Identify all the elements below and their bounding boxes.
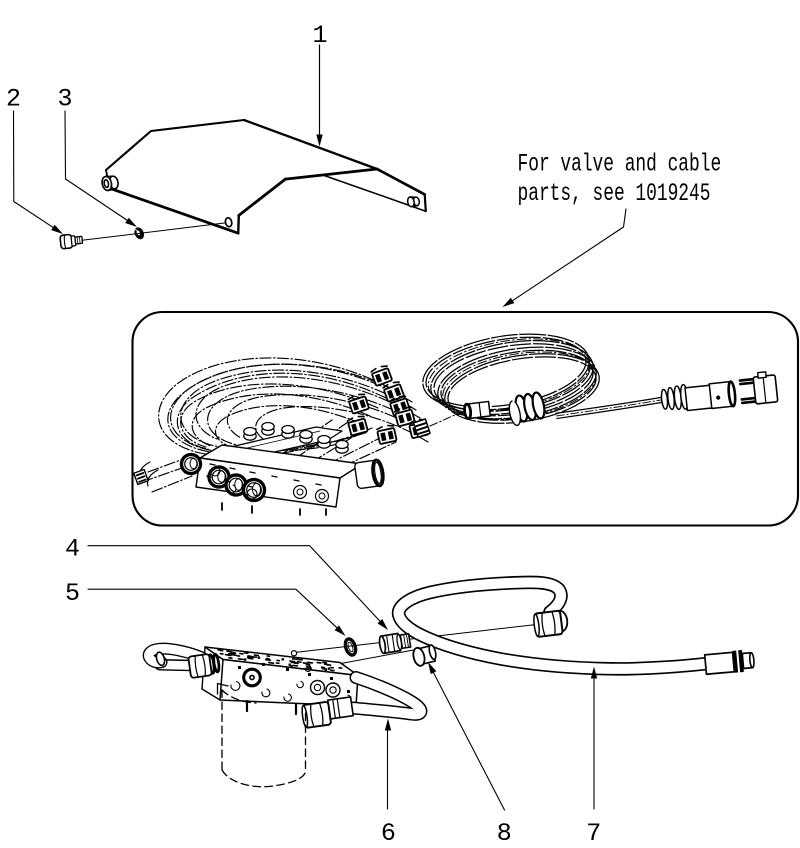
svg-text:7: 7	[586, 819, 601, 848]
svg-text:6: 6	[381, 819, 396, 848]
svg-text:4: 4	[65, 535, 80, 564]
svg-text:3: 3	[57, 85, 72, 114]
svg-text:5: 5	[65, 579, 80, 608]
svg-text:For valve and cable: For valve and cable	[518, 150, 722, 179]
svg-text:1: 1	[312, 21, 327, 50]
svg-text:2: 2	[6, 85, 21, 114]
svg-text:parts, see 1019245: parts, see 1019245	[518, 179, 711, 208]
svg-text:8: 8	[497, 819, 512, 848]
